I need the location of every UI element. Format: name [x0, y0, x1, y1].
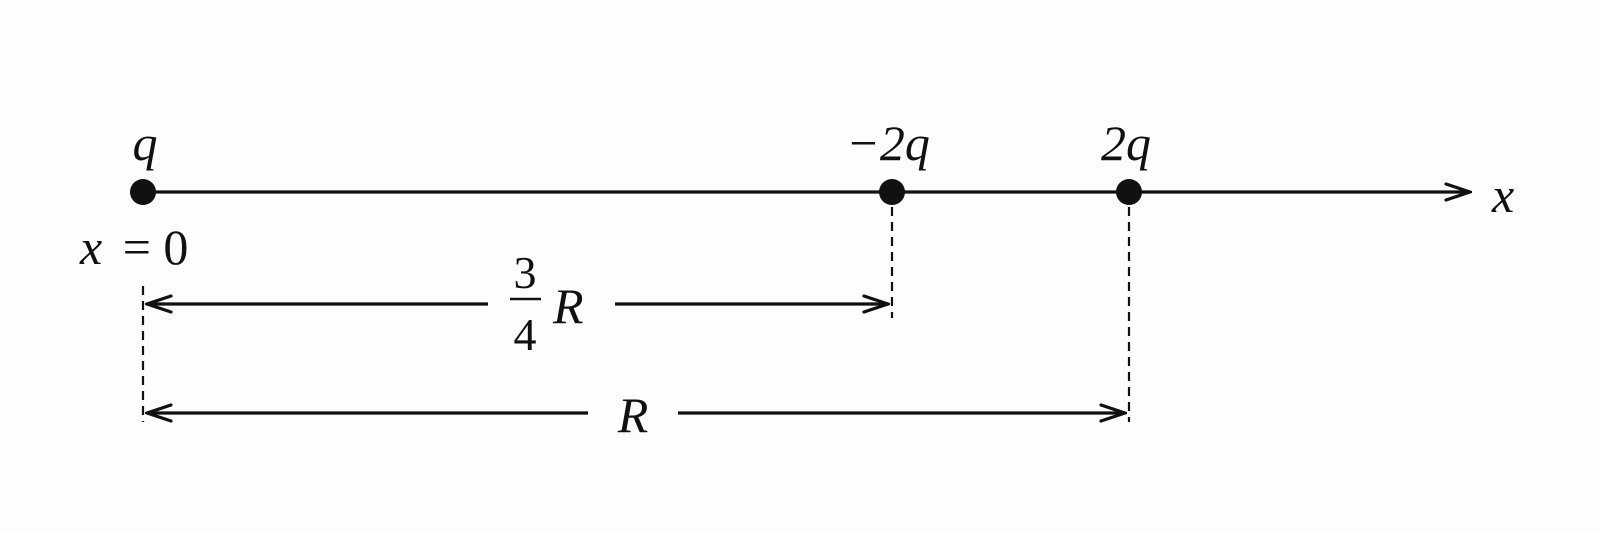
dimension-r: R	[147, 387, 1125, 443]
dimension-three-quarter-r: 3 4 R	[147, 247, 888, 360]
dimension-r-symbol: R	[617, 387, 649, 443]
charge-2q: 2q	[1101, 115, 1151, 205]
charge-2q-dot	[1116, 179, 1142, 205]
x-axis-label: x	[1491, 167, 1514, 223]
origin-label-eq: = 0	[123, 219, 189, 275]
origin-label: x = 0	[79, 219, 188, 275]
charge-q-dot	[130, 179, 156, 205]
fraction-numerator: 3	[514, 247, 537, 298]
charge-minus-2q: −2q	[846, 115, 930, 205]
charge-minus-2q-dot	[879, 179, 905, 205]
charge-2q-label: 2q	[1101, 115, 1151, 171]
dimension-three-quarter-r-symbol: R	[552, 278, 584, 334]
charge-q-label: q	[133, 115, 158, 171]
fraction-denominator: 4	[514, 309, 537, 360]
origin-label-var: x	[79, 219, 102, 275]
charge-minus-2q-label: −2q	[846, 115, 930, 171]
charge-q: q	[130, 115, 158, 205]
